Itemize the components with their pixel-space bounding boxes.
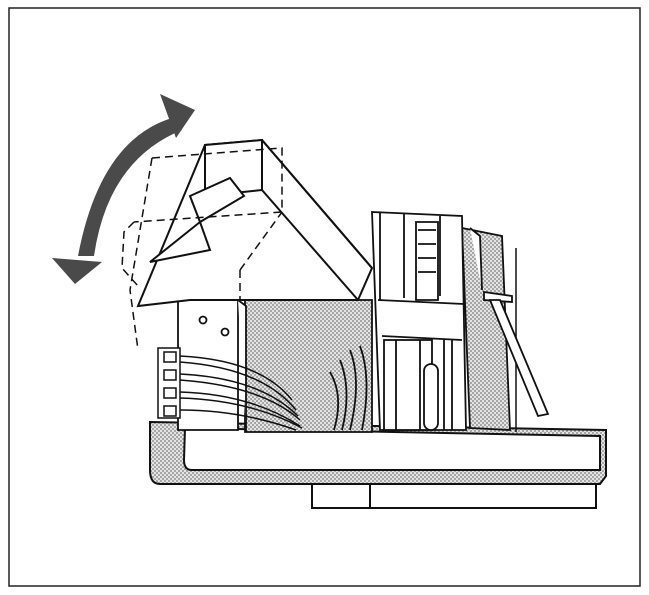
- connector-block: [157, 347, 303, 431]
- alternate-position-outline: [121, 147, 283, 351]
- fixed-rack: [329, 211, 467, 431]
- tilting-unit-illustration: [136, 138, 374, 308]
- base-tray: [149, 420, 607, 509]
- curved-double-arrow-icon: [52, 94, 195, 284]
- side-lever: [469, 227, 550, 418]
